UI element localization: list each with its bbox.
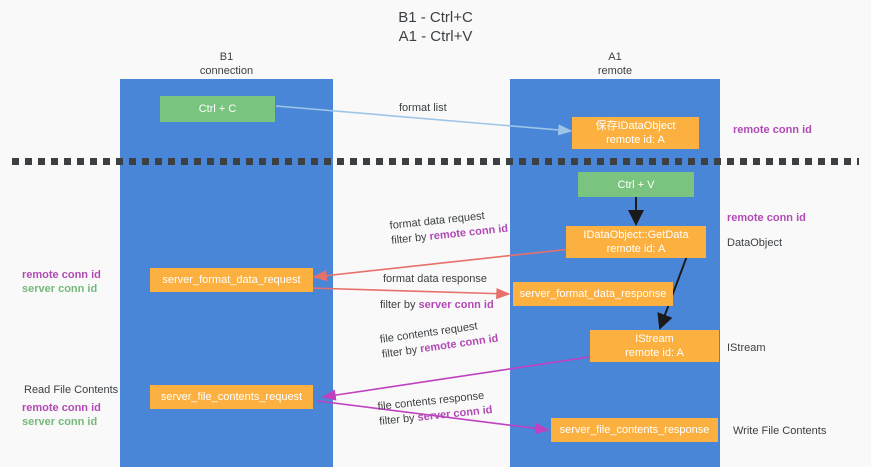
node-server-file-contents-request-label: server_file_contents_request (160, 391, 303, 403)
node-idataobject-getdata-label: IDataObject::GetData (583, 229, 689, 241)
lane-header-a1-sub: remote (597, 65, 633, 77)
node-idataobject-getdata[interactable]: IDataObject::GetData remote id: A (566, 226, 706, 258)
annotation-remote-conn-id-mid: remote conn id (727, 212, 806, 224)
annotation-dataobject: DataObject (727, 237, 783, 249)
edge-label-format-data-request: format data request filter by remote con… (389, 207, 509, 249)
lane-header-a1-name: A1 (608, 51, 622, 63)
node-server-format-data-response[interactable]: server_format_data_response (513, 282, 673, 306)
filter-key-server-conn-id: server conn id (418, 299, 494, 311)
node-ctrl-v[interactable]: Ctrl + V (578, 172, 694, 197)
edge-label-file-contents-response: file contents response filter by server … (377, 388, 493, 430)
node-istream[interactable]: IStream remote id: A (590, 330, 719, 362)
annotation-write-file-contents: Write File Contents (733, 425, 827, 437)
node-istream-sub: remote id: A (625, 347, 684, 359)
node-server-format-data-request[interactable]: server_format_data_request (150, 268, 313, 292)
edge-label-format-data-response-filter: filter by server conn id (380, 298, 494, 313)
phase-divider (12, 158, 859, 165)
lane-header-b1: B1 connection (120, 50, 333, 78)
annotation-read-file-contents: Read File Contents (24, 384, 119, 396)
annotation-server-conn-id-left-1: server conn id (22, 283, 98, 295)
node-save-idataobject-label: 保存IDataObject (595, 120, 676, 132)
filter-prefix: filter by (381, 343, 422, 361)
page-title: B1 - Ctrl+C A1 - Ctrl+V (0, 8, 871, 46)
filter-prefix: filter by (380, 299, 419, 311)
title-line-2: A1 - Ctrl+V (398, 28, 473, 45)
filter-prefix: filter by (378, 411, 419, 428)
edge-format-data-response (309, 287, 511, 300)
annotation-remote-conn-id-left-1: remote conn id (22, 269, 101, 281)
title-line-1: B1 - Ctrl+C (398, 9, 473, 26)
annotation-server-conn-id-left-2: server conn id (22, 416, 98, 428)
node-save-idataobject[interactable]: 保存IDataObject remote id: A (572, 117, 699, 149)
lane-header-a1: A1 remote (510, 50, 720, 78)
edge-label-file-contents-request: file contents request filter by remote c… (379, 317, 499, 363)
lane-header-b1-sub: connection (199, 65, 254, 77)
edge-label-format-data-response: format data response (383, 273, 487, 285)
node-save-idataobject-sub: remote id: A (606, 134, 665, 146)
annotation-remote-conn-id-left-2: remote conn id (22, 402, 101, 414)
node-idataobject-getdata-sub: remote id: A (606, 243, 666, 255)
node-ctrl-c[interactable]: Ctrl + C (160, 96, 275, 122)
node-server-file-contents-response-label: server_file_contents_response (559, 424, 710, 436)
node-server-file-contents-request[interactable]: server_file_contents_request (150, 385, 313, 409)
edge-label-format-list: format list (399, 102, 447, 114)
node-server-format-data-request-label: server_format_data_request (162, 274, 301, 286)
node-server-format-data-response-label: server_format_data_response (519, 288, 667, 300)
node-ctrl-c-label: Ctrl + C (198, 103, 237, 115)
node-server-file-contents-response[interactable]: server_file_contents_response (551, 418, 718, 442)
filter-prefix: filter by (390, 230, 431, 247)
node-istream-label: IStream (635, 333, 674, 345)
node-ctrl-v-label: Ctrl + V (617, 178, 655, 191)
annotation-istream: IStream (727, 342, 766, 354)
annotation-remote-conn-id-top: remote conn id (733, 124, 812, 136)
lane-header-b1-name: B1 (219, 51, 234, 63)
